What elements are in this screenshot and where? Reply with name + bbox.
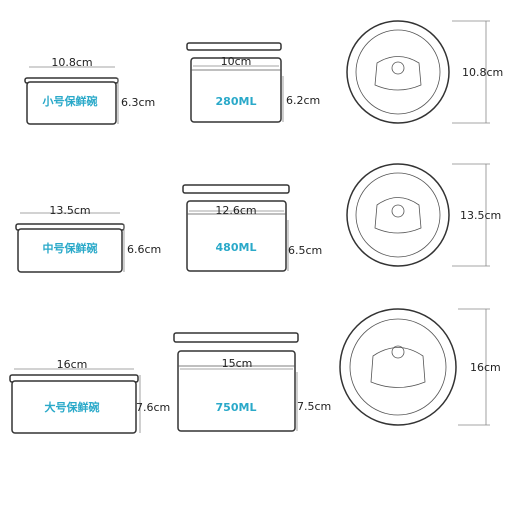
bowl-body [11,380,137,434]
bowl-body [17,228,123,273]
container-large: 15cm 7.5cm 750ML [173,332,331,432]
bowl-height-label: 6.6cm [127,243,161,256]
lid-outer-ring [339,308,457,426]
container-width-label: 15cm [222,357,253,370]
container-small: 10cm 6.2cm 280ML [186,42,320,123]
container-height-label: 7.5cm [297,400,331,413]
lid-outer-ring [346,163,450,267]
container-body [190,57,282,123]
bowl-name-label: 小号保鲜碗 [42,94,98,108]
row-medium: 13.5cm 6.6cm 中号保鲜碗 12.6cm 6.5cm 480ML 13… [15,163,501,273]
container-lid [173,332,299,343]
lid-inner-ring [355,29,441,115]
bowl-name-label: 大号保鲜碗 [45,400,100,414]
lid-inner-ring [349,318,447,416]
container-capacity-label: 280ML [216,95,257,108]
lid-diameter-label: 13.5cm [460,209,501,222]
lid-vent-valve-icon [391,61,405,75]
bowl-body [26,81,117,125]
lid-vent-valve-icon [391,204,405,218]
row-small: 10.8cm 6.3cm 小号保鲜碗 10cm 6.2cm 280ML 10.8… [24,20,503,125]
bowl-height-label: 6.3cm [121,96,155,109]
lid-outer-ring [346,20,450,124]
container-body [186,200,287,272]
container-body [177,350,296,432]
bowl-width-label: 16cm [57,358,88,371]
bowl-large: 16cm 7.6cm 大号保鲜碗 [9,358,170,434]
lid-top-medium: 13.5cm [346,163,501,267]
container-width-label: 10cm [221,55,252,68]
row-large: 16cm 7.6cm 大号保鲜碗 15cm 7.5cm 750ML 16cm [9,308,501,434]
lid-inner-ring [355,172,441,258]
bowl-medium: 13.5cm 6.6cm 中号保鲜碗 [15,204,161,273]
lid-latch-plate [370,347,426,388]
lid-latch-plate [374,56,422,91]
bowl-width-label: 10.8cm [51,56,92,69]
container-lid [182,184,290,194]
bowl-small: 10.8cm 6.3cm 小号保鲜碗 [24,56,155,125]
lid-vent-valve-icon [391,345,405,359]
bowl-width-label: 13.5cm [49,204,90,217]
container-width-label: 12.6cm [215,204,256,217]
lid-top-small: 10.8cm [346,20,503,124]
container-lid [186,42,282,51]
lid-diameter-label: 16cm [470,361,501,374]
container-capacity-label: 750ML [216,401,257,414]
lid-diameter-label: 10.8cm [462,66,503,79]
container-capacity-label: 480ML [216,241,257,254]
bowl-height-label: 7.6cm [136,401,170,414]
lid-latch-plate [374,197,422,234]
bowl-name-label: 中号保鲜碗 [43,241,98,255]
container-height-label: 6.2cm [286,94,320,107]
lid-top-large: 16cm [339,308,501,426]
container-height-label: 6.5cm [288,244,322,257]
container-medium: 12.6cm 6.5cm 480ML [182,184,322,272]
